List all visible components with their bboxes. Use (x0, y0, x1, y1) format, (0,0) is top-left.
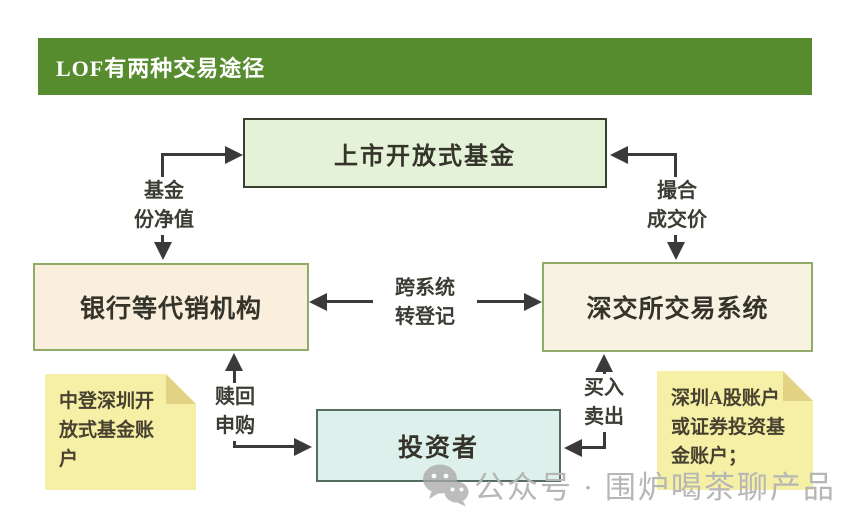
edge-buysell-line-h (582, 446, 606, 449)
edge-label-buy-sell: 买入 卖出 (564, 374, 644, 432)
arrowhead-down-icon (154, 242, 172, 260)
arrowhead-down-icon (667, 242, 685, 260)
arrowhead-left-icon (564, 439, 582, 457)
edge-label-redeem-subscribe: 赎回 申购 (197, 383, 273, 441)
arrowhead-right-icon (294, 438, 312, 456)
arrowhead-right-icon (225, 146, 243, 164)
node-listed-open-end-fund: 上市开放式基金 (243, 118, 607, 188)
edge-label-matched-price: 撮合 成交价 (631, 177, 723, 235)
note-csdc-shenzhen-fund-account: 中登深圳开 放式基金账 户 (45, 374, 196, 490)
edge-fund-nav-line-h (162, 153, 226, 156)
diagram-title-bar: LOF有两种交易途径 (38, 38, 812, 95)
edge-redeem-line-h (233, 445, 295, 448)
watermark-text: 公众号 · 围炉喝茶聊产品 (474, 470, 836, 505)
arrowhead-right-icon (524, 293, 542, 311)
arrowhead-left-icon (610, 146, 628, 164)
edge-label-fund-nav: 基金 份净值 (118, 177, 210, 235)
note-text: 中登深圳开 放式基金账 户 (59, 391, 155, 470)
edge-matched-price-line-h (626, 153, 677, 156)
diagram-title: LOF有两种交易途径 (56, 55, 266, 81)
note-szse-a-share-account: 深圳A股账户 或证券投资基 金账户； (657, 371, 813, 490)
arrowhead-up-icon (595, 354, 613, 372)
wechat-icon (423, 464, 469, 506)
node-szse-trading-system: 深交所交易系统 (542, 262, 813, 352)
note-text: 深圳A股账户 或证券投资基 金账户； (671, 388, 786, 467)
node-label: 银行等代销机构 (79, 296, 262, 323)
arrowhead-up-icon (225, 353, 243, 371)
edge-label-cross-system: 跨系统 转登记 (373, 274, 477, 332)
node-bank-agency: 银行等代销机构 (33, 263, 309, 351)
node-label: 上市开放式基金 (334, 143, 516, 170)
watermark: 公众号 · 围炉喝茶聊产品 (422, 462, 836, 507)
node-label: 深交所交易系统 (586, 296, 769, 323)
arrowhead-left-icon (309, 293, 327, 311)
node-label: 投资者 (397, 434, 479, 462)
